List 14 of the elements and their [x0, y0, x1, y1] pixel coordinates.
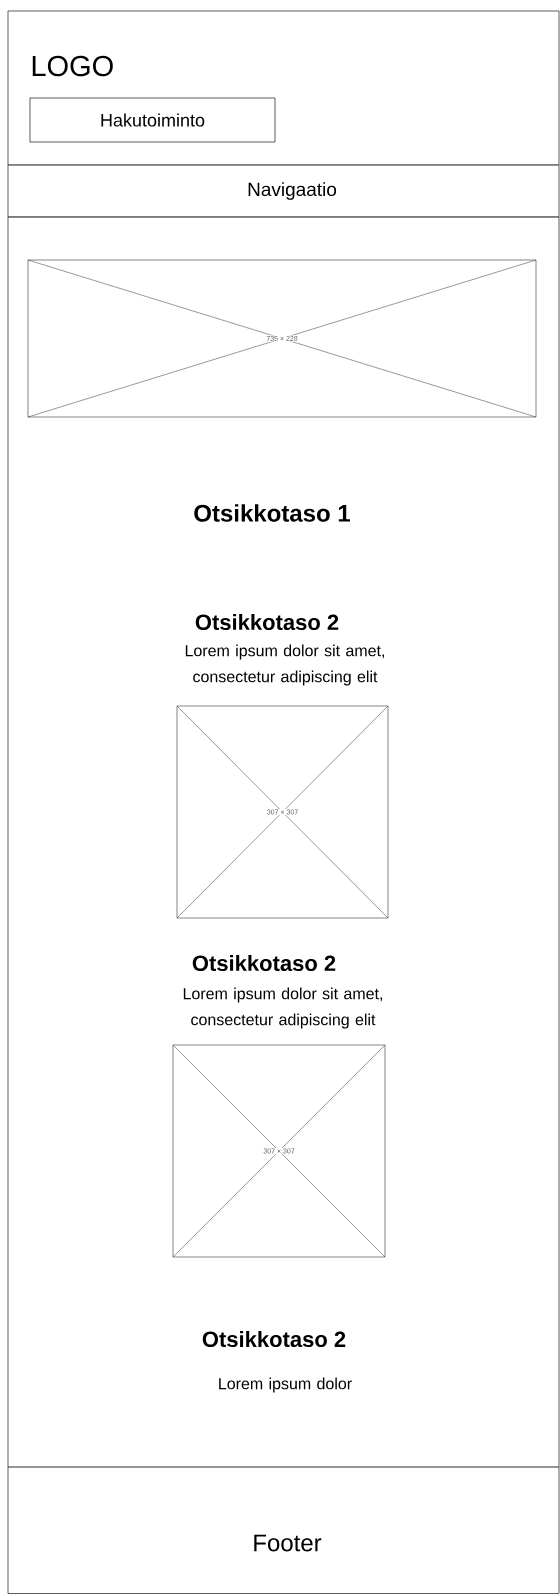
image-frame: [172, 1044, 386, 1258]
subheading: Otsikkotaso 2: [192, 954, 336, 972]
navigation-bar: Navigaatio: [7, 164, 560, 218]
image-frame: [176, 705, 389, 919]
content-area: [7, 216, 560, 1468]
body-text: Lorem ipsum dolor: [219, 1377, 352, 1393]
body-text: Lorem ipsum dolor sit amet, consectetur adipiscing elit: [183, 987, 382, 1029]
subheading: Otsikkotaso 2: [202, 1330, 346, 1348]
body-text: Lorem ipsum dolor sit amet, consectetur adipiscing elit: [185, 644, 384, 686]
footer-box: Footer: [7, 1466, 560, 1594]
heading: Otsikkotaso 1: [194, 504, 350, 522]
subheading: Otsikkotaso 2: [195, 613, 339, 631]
search-field: Hakutoiminto: [29, 97, 276, 143]
image-frame: [27, 259, 537, 418]
